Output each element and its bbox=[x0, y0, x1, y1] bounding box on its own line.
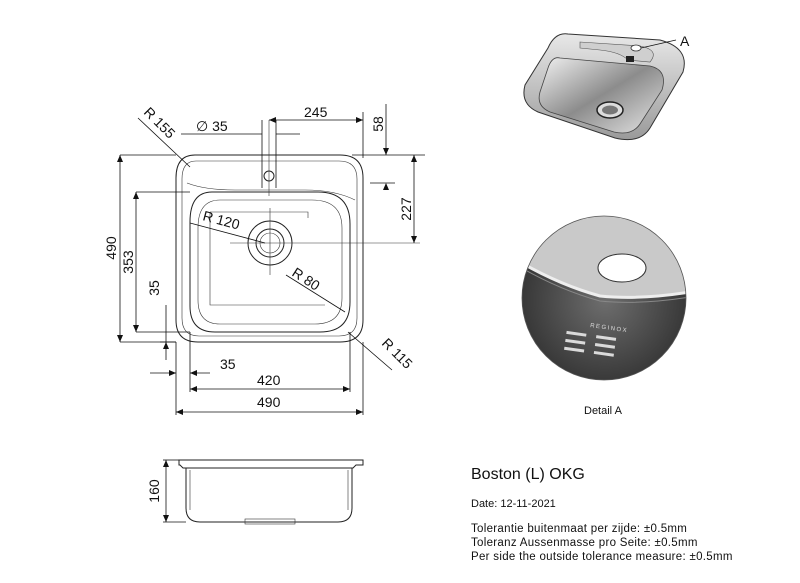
dim-r80: R 80 bbox=[289, 264, 323, 294]
dim-58: 58 bbox=[370, 116, 386, 132]
side-bowl bbox=[185, 468, 353, 523]
bowl-floor-outline bbox=[209, 211, 325, 306]
dim-r115: R 115 bbox=[379, 335, 416, 372]
product-title: Boston (L) OKG bbox=[471, 466, 585, 483]
iso-tap-hole bbox=[630, 44, 642, 52]
tolerance-german: Toleranz Aussenmasse pro Seite: ±0.5mm bbox=[471, 537, 698, 549]
detail-a-view: REGINOX bbox=[521, 215, 687, 381]
iso-bowl bbox=[538, 57, 664, 134]
callout-a: A bbox=[680, 33, 690, 49]
detail-a-label: Detail A bbox=[584, 405, 622, 417]
dim-160: 160 bbox=[146, 479, 162, 503]
tap-deck-line bbox=[186, 182, 356, 201]
detail-tap-hole bbox=[597, 253, 647, 283]
dim-245: 245 bbox=[304, 104, 328, 120]
dim-420: 420 bbox=[257, 372, 281, 388]
dim-hole-diameter: ∅ 35 bbox=[196, 118, 228, 134]
dim-35-width: 35 bbox=[220, 356, 236, 372]
dim-r155: R 155 bbox=[141, 104, 179, 142]
side-view: 160 bbox=[146, 459, 364, 525]
dim-r120: R 120 bbox=[201, 207, 241, 232]
side-waste bbox=[244, 518, 296, 525]
sink-rim-outline bbox=[181, 160, 358, 337]
sink-outer-outline bbox=[175, 154, 364, 343]
tolerance-english: Per side the outside tolerance measure: … bbox=[471, 551, 733, 563]
bowl-inner-outline bbox=[197, 199, 343, 325]
dim-35-height: 35 bbox=[146, 280, 162, 296]
dim-490-height: 490 bbox=[103, 236, 119, 260]
side-rim bbox=[178, 459, 364, 469]
detail-logo-text: REGINOX bbox=[590, 323, 629, 334]
detail-overflow-slots bbox=[564, 330, 617, 357]
drawing-date: Date: 12-11-2021 bbox=[471, 498, 556, 510]
dim-353: 353 bbox=[120, 250, 136, 274]
bowl-outline bbox=[189, 191, 351, 333]
dim-490-width: 490 bbox=[257, 394, 281, 410]
info-block: Boston (L) OKG Date: 12-11-2021 Tolerant… bbox=[471, 466, 791, 564]
plan-view: 245 58 ∅ 35 R 155 R 120 R 80 R 115 490 3… bbox=[103, 104, 425, 415]
sink-isometric-render: A bbox=[523, 33, 690, 141]
dim-227: 227 bbox=[398, 197, 414, 221]
tolerance-dutch: Tolerantie buitenmaat per zijde: ±0.5mm bbox=[471, 523, 688, 535]
